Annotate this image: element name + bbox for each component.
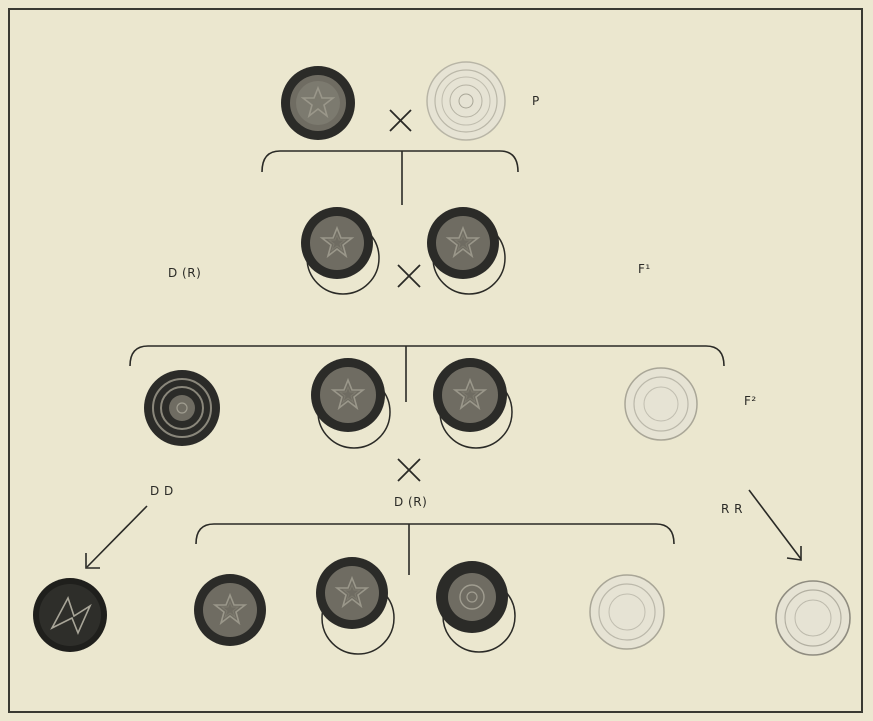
- dd-dark-disc-icon: [33, 578, 107, 652]
- label-dd: D D: [150, 484, 174, 498]
- f3-dark-disc-3-icon: [436, 561, 515, 652]
- label-d-r-left: D (R): [168, 266, 201, 280]
- p-light-disc-icon: [427, 62, 505, 140]
- label-p: P: [532, 94, 540, 108]
- rr-arrow-icon: [749, 490, 801, 560]
- f1-dark-disc-right-icon: [427, 207, 505, 294]
- bracket-p-f1: [262, 151, 518, 172]
- cross-icon: [390, 110, 411, 131]
- dd-arrow-icon: [86, 506, 147, 568]
- f2-banded-disc-icon: [144, 370, 220, 446]
- cross-icon: [398, 459, 420, 481]
- label-f2: F²: [744, 394, 757, 408]
- bracket-f2-f3: [196, 524, 674, 544]
- f2-dark-disc-right-icon: [433, 358, 512, 448]
- bracket-f1-f2: [130, 346, 724, 366]
- f2-light-disc-icon: [625, 368, 697, 440]
- f3-dark-disc-2-icon: [316, 557, 394, 654]
- f3-light-disc-icon: [590, 575, 664, 649]
- f3-dark-disc-1-icon: [194, 574, 266, 646]
- p-dark-disc-icon: [281, 66, 355, 140]
- rr-light-disc-icon: [776, 581, 850, 655]
- f1-dark-disc-left-icon: [301, 207, 379, 294]
- label-rr: R R: [721, 502, 743, 516]
- f2-dark-disc-left-icon: [311, 358, 390, 448]
- label-d-r-mid: D (R): [394, 495, 427, 509]
- cross-icon: [398, 265, 420, 287]
- label-f1: F¹: [638, 262, 651, 276]
